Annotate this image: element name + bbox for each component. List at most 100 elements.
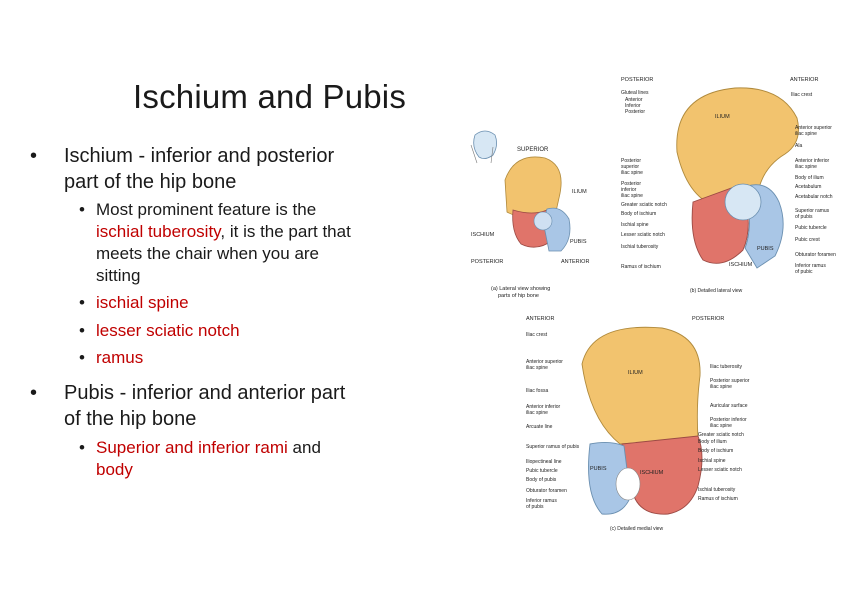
bullet-ischium: • Ischium - inferior and posterior part … bbox=[30, 143, 334, 195]
fig-c-caption: (c) Detailed medial view bbox=[610, 526, 663, 532]
fig-b-label-left: superior bbox=[621, 164, 639, 170]
fig-b-label-right: Acetabular notch bbox=[795, 194, 833, 200]
ischium-sub-item-2: • lesser sciatic notch bbox=[79, 320, 240, 342]
fig-b-label-left: iliac spine bbox=[621, 170, 643, 176]
fig-c-label-left: Obturator foramen bbox=[526, 488, 567, 494]
bullet-marker: • bbox=[30, 382, 38, 404]
fig-b-label-left: Lesser sciatic notch bbox=[621, 232, 665, 238]
fig-c-label-left: Superior ramus of pubis bbox=[526, 444, 580, 450]
ischial-spine-term: ischial spine bbox=[96, 293, 189, 312]
ischium-sub-item-1: • ischial spine bbox=[79, 292, 189, 314]
fig-b-pubis-label: PUBIS bbox=[757, 246, 774, 252]
fig-a-ilium-label: ILIUM bbox=[572, 189, 587, 195]
bullet-pubis: • Pubis - inferior and anterior part of … bbox=[30, 380, 345, 432]
fig-b-label-right: of pubic bbox=[795, 269, 813, 275]
sub-bullet-marker: • bbox=[79, 321, 85, 340]
fig-b-label-left: Posterior bbox=[621, 181, 641, 187]
fig-a-pubis-label: PUBIS bbox=[570, 239, 587, 245]
figure-a-lateral-parts: SUPERIOR ILIUM ISCHIUM PUBIS POSTERIOR A… bbox=[470, 130, 589, 299]
bullet-ischium-text: Ischium - inferior and posterior bbox=[64, 145, 335, 167]
fig-c-label-right: Auricular surface bbox=[710, 403, 748, 409]
fig-c-label-left: Iliopectineal line bbox=[526, 459, 562, 465]
fig-c-obturator-foramen bbox=[615, 467, 641, 501]
lesser-sciatic-notch-term: lesser sciatic notch bbox=[96, 321, 240, 340]
sub-line1: Most prominent feature is the bbox=[96, 200, 317, 219]
fig-c-label-left: Body of pubis bbox=[526, 477, 557, 483]
bullet-marker: • bbox=[30, 145, 38, 167]
fig-b-label-right: Pubic crest bbox=[795, 237, 820, 243]
fig-b-label-left: Ramus of ischium bbox=[621, 264, 661, 270]
fig-a-superior-label: SUPERIOR bbox=[517, 147, 549, 153]
fig-c-label-right: Body of ischium bbox=[698, 448, 733, 454]
fig-b-label-right: Anterior inferior bbox=[795, 158, 830, 164]
fig-c-label-left: Anterior inferior bbox=[526, 404, 561, 410]
fig-b-ischium-label: ISCHIUM bbox=[729, 262, 753, 268]
fig-c-anterior-label: ANTERIOR bbox=[526, 316, 554, 322]
fig-c-label-left: iliac spine bbox=[526, 365, 548, 371]
fig-c-label-left: Arcuate line bbox=[526, 424, 553, 430]
bullet-pubis-text: Pubis - inferior and anterior part bbox=[64, 382, 346, 404]
fig-b-label-left: Gluteal lines bbox=[621, 90, 649, 96]
fig-a-posterior-label: POSTERIOR bbox=[471, 259, 503, 265]
fig-b-label-right: Superior ramus bbox=[795, 208, 830, 214]
fig-c-label-right: Posterior inferior bbox=[710, 417, 747, 423]
fig-b-label-left: Greater sciatic notch bbox=[621, 202, 667, 208]
ramus-term: ramus bbox=[96, 348, 144, 367]
fig-c-label-left: Pubic tubercle bbox=[526, 468, 558, 474]
fig-c-label-left: Iliac fossa bbox=[526, 388, 548, 394]
fig-b-label-left: Posterior bbox=[625, 109, 645, 115]
fig-c-label-left: Inferior ramus bbox=[526, 498, 557, 504]
ischium-sub-item-3: • ramus bbox=[79, 347, 144, 369]
fig-c-label-right: Body of ilium bbox=[698, 439, 727, 445]
fig-c-pubis-label: PUBIS bbox=[590, 466, 607, 472]
fig-b-label-right: iliac spine bbox=[795, 131, 817, 137]
figure-c-medial-view: ANTERIOR POSTERIOR ILIUM ISCHIUM PUBIS I… bbox=[526, 316, 750, 532]
slide-title: Ischium and Pubis bbox=[133, 78, 407, 115]
fig-a-caption-2: parts of hip bone bbox=[498, 293, 539, 299]
fig-c-ilium-shape bbox=[581, 326, 701, 445]
fig-b-anterior-label: ANTERIOR bbox=[790, 77, 818, 83]
fig-b-label-right: Ala bbox=[795, 143, 802, 149]
fig-a-ischium-label: ISCHIUM bbox=[471, 232, 495, 238]
sub-line4: sitting bbox=[96, 266, 141, 285]
fig-b-acetabulum bbox=[724, 183, 762, 221]
sub-bullet-marker: • bbox=[79, 348, 85, 367]
fig-b-label-left: Ischial spine bbox=[621, 222, 649, 228]
fig-c-posterior-label: POSTERIOR bbox=[692, 316, 724, 322]
fig-a-acetabulum bbox=[533, 211, 553, 231]
fig-c-label-right: iliac spine bbox=[710, 384, 732, 390]
sub-bullet-marker: • bbox=[79, 200, 85, 219]
fig-c-label-right: iliac spine bbox=[710, 423, 732, 429]
sub-line3: meets the chair when you are bbox=[96, 244, 320, 263]
pubis-sub: • Superior and inferior rami and body bbox=[79, 437, 321, 481]
ischium-sub-main: • Most prominent feature is the ischial … bbox=[79, 199, 406, 287]
fig-b-label-right: Pubic tubercle bbox=[795, 225, 827, 231]
fig-b-label-left: iliac spine bbox=[621, 193, 643, 199]
fig-a-caption-1: (a) Lateral view showing bbox=[491, 286, 550, 292]
sub-bullet-marker: • bbox=[79, 438, 85, 457]
fig-c-label-left: of pubis bbox=[526, 504, 544, 510]
sub-bullet-marker: • bbox=[79, 293, 85, 312]
fig-b-label-left: Posterior bbox=[621, 158, 641, 164]
rami-term: Superior and inferior rami bbox=[96, 438, 288, 457]
fig-c-label-left: iliac spine bbox=[526, 410, 548, 416]
fig-c-label-left: Iliac crest bbox=[526, 332, 548, 338]
bullet-ischium-cont: part of the hip bone bbox=[64, 171, 237, 193]
and-text: and bbox=[287, 438, 321, 457]
fig-b-label-left: Body of ischium bbox=[621, 211, 656, 217]
fig-b-label-left: Anterior bbox=[625, 97, 643, 103]
fig-b-caption: (b) Detailed lateral view bbox=[690, 288, 743, 294]
bullet-pubis-cont: of the hip bone bbox=[64, 408, 197, 430]
fig-b-label-right: Acetabulum bbox=[795, 184, 821, 190]
fig-c-label-right: Lesser sciatic notch bbox=[698, 467, 742, 473]
fig-c-label-right: Ischial tuberosity bbox=[698, 487, 736, 493]
fig-c-ilium-label: ILIUM bbox=[628, 370, 643, 376]
fig-b-label-left: inferior bbox=[621, 187, 637, 193]
fig-b-label-right: Anterior superior bbox=[795, 125, 832, 131]
fig-b-label-left: Inferior bbox=[625, 103, 641, 109]
fig-c-label-right: Ramus of ischium bbox=[698, 496, 738, 502]
fig-a-anterior-label: ANTERIOR bbox=[561, 259, 589, 265]
fig-b-label-right: Inferior ramus bbox=[795, 263, 826, 269]
fig-b-label-right: Body of ilium bbox=[795, 175, 824, 181]
body-term: body bbox=[96, 460, 133, 479]
